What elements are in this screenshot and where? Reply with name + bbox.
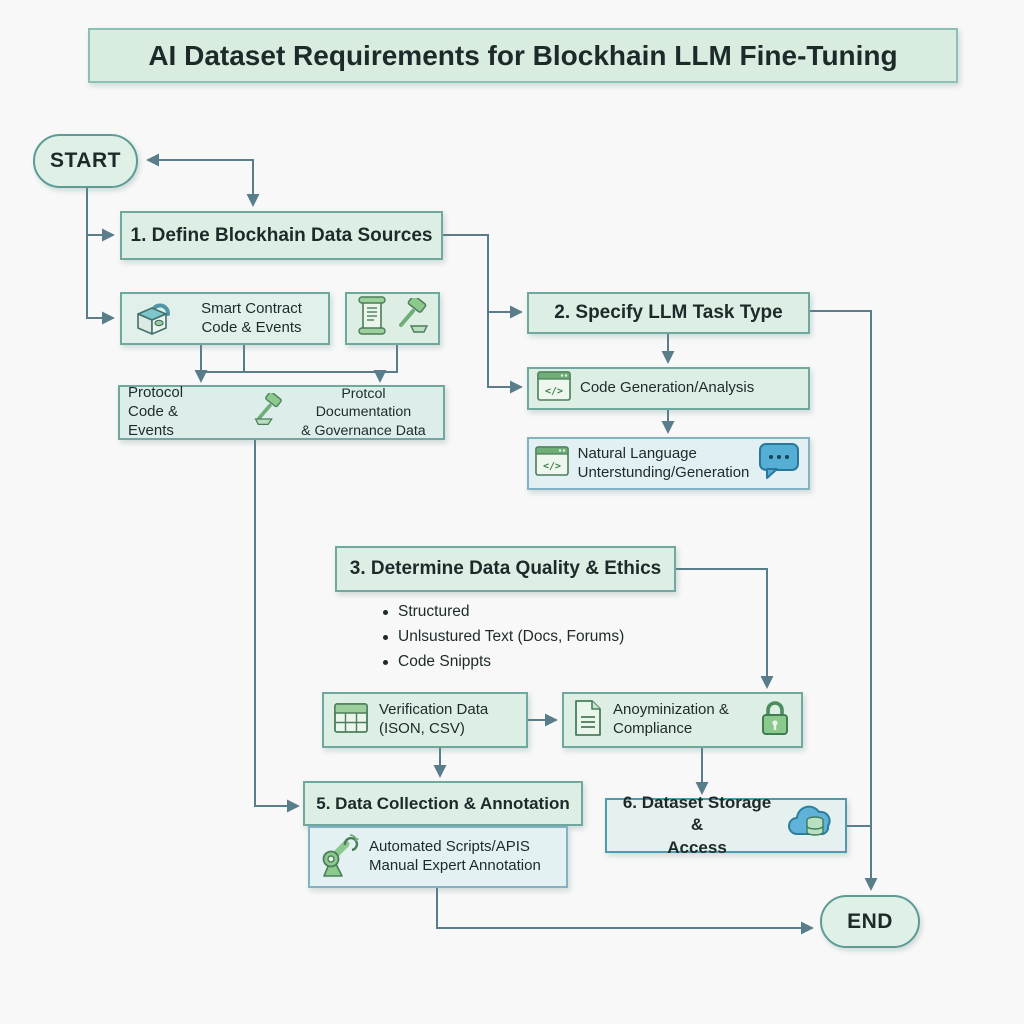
step2-box: 2. Specify LLM Task Type	[527, 292, 810, 334]
step1-box: 1. Define Blockhain Data Sources	[120, 211, 443, 260]
natural-language-label: Natural Language Unterstunding/Generatio…	[577, 444, 750, 481]
step6-label: 6. Dataset Storage & Access	[622, 793, 772, 857]
smart-contract-label: Smart Contract Code & Events	[201, 299, 302, 336]
code-generation-label: Code Generation/Analysis	[580, 379, 755, 397]
anonymization-box: Anoyminization & Compliance	[562, 692, 803, 748]
bullet-dot	[383, 634, 388, 640]
gavel-icon	[393, 295, 431, 339]
protocol-right-label: Protcol Documentation & Governance Data	[301, 385, 426, 439]
step1-label: 1. Define Blockhain Data Sources	[130, 224, 433, 246]
step3-box: 3. Determine Data Quality & Ethics	[335, 546, 676, 592]
table-icon	[332, 700, 370, 741]
lock-icon	[757, 698, 793, 743]
verification-label: Verification Data (ISON, CSV)	[379, 701, 489, 737]
end-terminal: END	[820, 895, 920, 948]
protocol-box: Protocol Code & Events Protcol Documenta…	[118, 384, 445, 440]
automation-label: Automated Scripts/APIS Manual Expert Ann…	[369, 838, 541, 874]
scroll-icon	[355, 295, 389, 342]
cube-lock-icon	[130, 296, 174, 341]
bullet-item: Code Snippts	[383, 653, 624, 671]
robot-arm-icon	[318, 832, 360, 883]
page-title: AI Dataset Requirements for Blockhain LL…	[88, 28, 958, 83]
svg-text:</>: </>	[545, 386, 563, 397]
step5-label: 5. Data Collection & Annotation	[316, 793, 570, 813]
anonymization-label: Anoyminization & Compliance	[613, 701, 729, 737]
end-label: END	[847, 909, 893, 933]
code-window-icon: </>	[537, 371, 571, 406]
start-terminal: START	[33, 134, 138, 188]
cloud-database-icon	[785, 802, 837, 849]
step2-label: 2. Specify LLM Task Type	[554, 302, 783, 323]
chat-bubble-icon	[758, 442, 802, 485]
bullet-item: Unlsustured Text (Docs, Forums)	[383, 628, 624, 646]
page-title-text: AI Dataset Requirements for Blockhain LL…	[148, 39, 898, 71]
bullet-item: Structured	[383, 603, 624, 621]
step5-box: 5. Data Collection & Annotation	[303, 781, 583, 826]
scroll-gavel-box	[345, 292, 440, 345]
protocol-left-label: Protocol Code & Events	[128, 384, 184, 439]
code-window-icon: </>	[534, 446, 569, 481]
step3-label: 3. Determine Data Quality & Ethics	[349, 558, 662, 579]
quality-bullets: Structured Unlsustured Text (Docs, Forum…	[383, 603, 624, 678]
natural-language-box: </> Natural Language Unterstunding/Gener…	[527, 437, 810, 490]
start-label: START	[50, 149, 121, 172]
gavel-icon	[252, 391, 286, 432]
step6-box: 6. Dataset Storage & Access	[605, 793, 847, 857]
svg-text:</>: </>	[543, 461, 561, 472]
smart-contract-box: Smart Contract Code & Events	[120, 292, 330, 345]
bullet-dot	[383, 609, 388, 615]
verification-box: Verification Data (ISON, CSV)	[322, 692, 528, 748]
code-generation-box: </> Code Generation/Analysis	[527, 367, 810, 410]
bullet-dot	[383, 659, 388, 665]
document-icon	[572, 699, 604, 742]
automation-box: Automated Scripts/APIS Manual Expert Ann…	[308, 826, 568, 888]
